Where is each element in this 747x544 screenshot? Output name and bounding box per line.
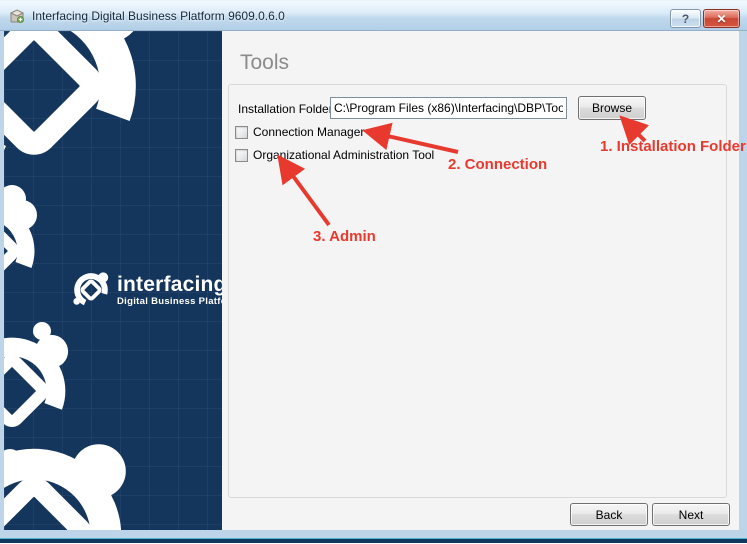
logo-subtitle: Digital Business Platform (117, 295, 222, 307)
back-button[interactable]: Back (570, 503, 648, 526)
organizational-administration-tool-label: Organizational Administration Tool (253, 148, 435, 162)
next-button[interactable]: Next (652, 503, 730, 526)
close-icon: ✕ (716, 11, 727, 26)
logo-wordmark: interfacing. (117, 272, 222, 296)
browse-button[interactable]: Browse (578, 96, 646, 120)
connection-manager-row: Connection Manager (235, 125, 364, 139)
interfacing-logo-icon (73, 272, 109, 307)
organizational-administration-tool-row: Organizational Administration Tool (235, 148, 434, 162)
connection-manager-checkbox[interactable] (235, 125, 248, 139)
branding-sidebar: interfacing. Digital Business Platform (4, 31, 222, 530)
installer-package-icon (9, 8, 25, 23)
installation-folder-label: Installation Folder: (238, 102, 337, 116)
help-icon: ? (681, 11, 690, 26)
titlebar: Interfacing Digital Business Platform 96… (0, 1, 747, 31)
help-button[interactable]: ? (670, 9, 701, 28)
bottom-navy-line (0, 539, 747, 543)
installation-folder-input[interactable] (330, 97, 567, 119)
page-title: Tools (240, 51, 290, 74)
tools-groupbox: Installation Folder: Browse Connection M… (228, 84, 727, 498)
sidebar-pattern-art (4, 31, 222, 530)
main-content: Tools Installation Folder: Browse Connec… (222, 31, 739, 530)
bottom-teal-line (0, 538, 747, 539)
organizational-administration-tool-checkbox[interactable] (235, 148, 248, 162)
connection-manager-label: Connection Manager (253, 125, 365, 139)
close-button[interactable]: ✕ (703, 9, 740, 28)
window-title: Interfacing Digital Business Platform 96… (32, 8, 285, 23)
interfacing-logo: interfacing. Digital Business Platform (70, 269, 222, 311)
